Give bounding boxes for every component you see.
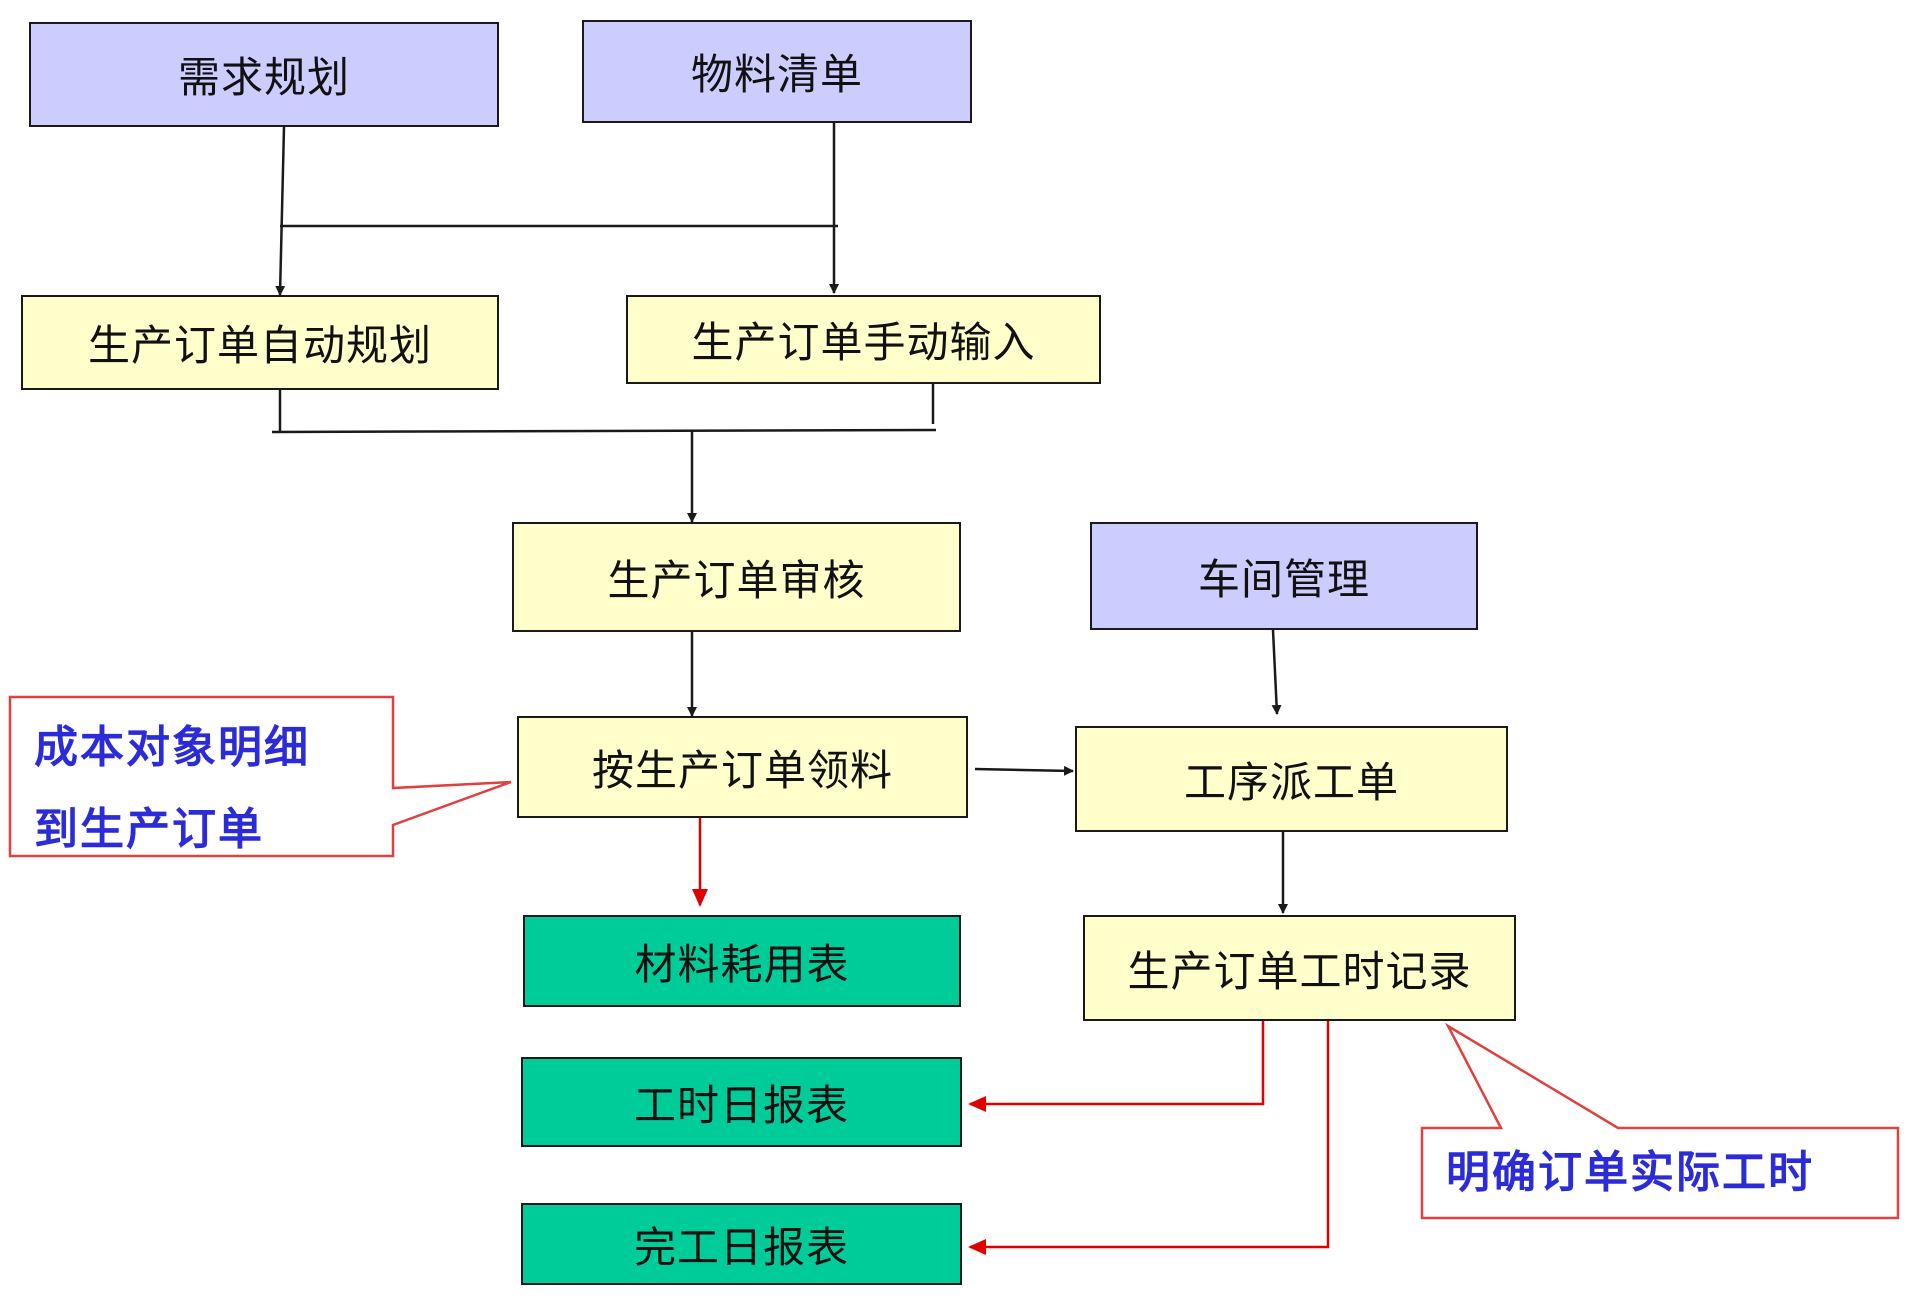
connector-hours-to-daily-report bbox=[968, 1021, 1265, 1112]
connector-middle-merge-line bbox=[271, 428, 937, 434]
callout-cost-object-line2: 到生产订单 bbox=[34, 804, 264, 855]
connector-workshop-to-dispatch bbox=[1271, 629, 1282, 715]
node-auto-planning: 生产订单自动规划 bbox=[21, 295, 499, 390]
node-material-issue: 按生产订单领料 bbox=[517, 716, 968, 818]
node-material-consumption: 材料耗用表 bbox=[523, 915, 961, 1007]
callout-cost-object-shape bbox=[8, 695, 512, 858]
connector-demand-down bbox=[275, 126, 286, 296]
connector-hours-to-completion-report bbox=[968, 1021, 1330, 1255]
node-daily-hours-report: 工时日报表 bbox=[521, 1057, 962, 1147]
node-demand-planning: 需求规划 bbox=[29, 22, 499, 127]
node-workshop-management: 车间管理 bbox=[1090, 522, 1478, 630]
node-process-dispatch: 工序派工单 bbox=[1075, 726, 1508, 832]
node-daily-completion-report: 完工日报表 bbox=[521, 1203, 962, 1285]
node-bill-of-materials: 物料清单 bbox=[582, 20, 972, 123]
connector-issue-to-dispatch bbox=[974, 765, 1074, 776]
callout-cost-object-text: 成本对象明细 到生产订单 bbox=[34, 707, 310, 871]
callout-actual-hours-shape bbox=[1420, 1022, 1900, 1220]
callout-actual-hours-text: 明确订单实际工时 bbox=[1446, 1147, 1814, 1198]
callout-cost-object-line1: 成本对象明细 bbox=[34, 722, 310, 773]
node-manual-input: 生产订单手动输入 bbox=[626, 295, 1101, 384]
node-order-review: 生产订单审核 bbox=[512, 522, 961, 632]
node-work-hours-record: 生产订单工时记录 bbox=[1083, 915, 1516, 1021]
